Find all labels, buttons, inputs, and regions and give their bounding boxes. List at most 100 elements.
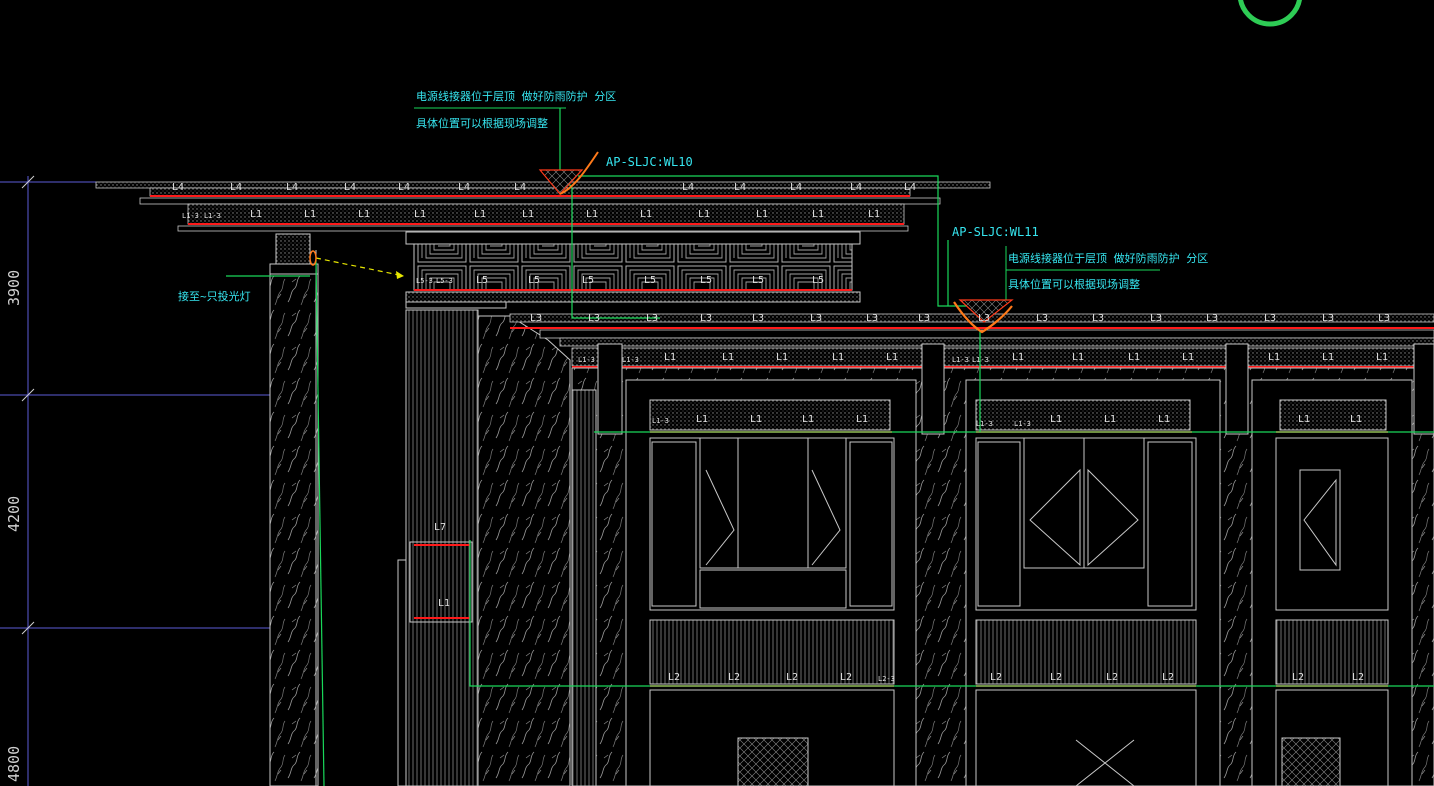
gutter-marker-1-icon: [538, 151, 599, 195]
dimension-chain: [0, 175, 270, 786]
label-l1-3: L1-3: [182, 212, 199, 220]
label-l1: L1: [776, 352, 788, 363]
label-l2: L2: [668, 672, 680, 683]
label-l3: L3: [530, 313, 542, 324]
label-l4: L4: [514, 182, 526, 193]
right-note-line-2: 具体位置可以根据现场调整: [1008, 277, 1140, 291]
left-pillar: [269, 233, 319, 786]
label-l1: L1: [1050, 414, 1062, 425]
label-l3: L3: [978, 313, 990, 324]
label-l1: L1: [1322, 352, 1334, 363]
label-l1: L1: [1104, 414, 1116, 425]
label-l3: L3: [700, 313, 712, 324]
label-l1: L1: [1268, 352, 1280, 363]
label-l5: L5: [528, 275, 540, 286]
label-l4: L4: [286, 182, 298, 193]
label-l5-3: L5-3: [436, 277, 453, 285]
label-l1: L1: [1376, 352, 1388, 363]
label-l1: L1: [856, 414, 868, 425]
label-l5-3: L5-3: [416, 277, 433, 285]
label-l3: L3: [646, 313, 658, 324]
facade-bays: [571, 343, 1434, 786]
label-l2: L2: [1106, 672, 1118, 683]
label-l3: L3: [1206, 313, 1218, 324]
label-l3: L3: [866, 313, 878, 324]
label-l3: L3: [1092, 313, 1104, 324]
label-l1-3: L1-3: [976, 420, 993, 428]
label-l1: L1: [438, 598, 450, 609]
left-note-line-1: 电源线接器位于层顶 做好防雨防护 分区: [416, 89, 616, 103]
label-l1: L1: [1158, 414, 1170, 425]
wire-tag-wl10: AP-SLJC:WL10: [606, 155, 693, 169]
label-l3: L3: [1264, 313, 1276, 324]
dimension-4800: 4800: [5, 746, 23, 782]
label-l5: L5: [812, 275, 824, 286]
label-l1: L1: [812, 209, 824, 220]
label-l2: L2: [786, 672, 798, 683]
label-l1-3: L1-3: [952, 356, 969, 364]
label-l4: L4: [172, 182, 184, 193]
circle-badge-icon: [1238, 0, 1302, 27]
label-l1: L1: [664, 352, 676, 363]
cable-routes: [226, 108, 1434, 786]
label-l1: L1: [414, 209, 426, 220]
label-l2: L2: [728, 672, 740, 683]
fluted-column: [397, 309, 479, 786]
label-l1: L1: [250, 209, 262, 220]
stone-wall: [477, 315, 571, 786]
label-l3: L3: [1150, 313, 1162, 324]
label-l1: L1: [1072, 352, 1084, 363]
label-l1: L1: [1182, 352, 1194, 363]
label-l1-3: L1-3: [204, 212, 221, 220]
label-l3: L3: [918, 313, 930, 324]
label-l1: L1: [1128, 352, 1140, 363]
annotation-leaders: [414, 107, 1160, 300]
label-l3: L3: [1322, 313, 1334, 324]
label-l4: L4: [734, 182, 746, 193]
label-l3: L3: [1378, 313, 1390, 324]
fret-frieze: [405, 231, 861, 309]
label-l5: L5: [644, 275, 656, 286]
right-note-line-1: 电源线接器位于层顶 做好防雨防护 分区: [1008, 251, 1208, 265]
label-l1: L1: [358, 209, 370, 220]
upper-roof: [95, 181, 991, 232]
label-l2: L2: [990, 672, 1002, 683]
left-note-line-2: 具体位置可以根据现场调整: [416, 116, 548, 130]
label-l4: L4: [682, 182, 694, 193]
label-l1: L1: [698, 209, 710, 220]
label-l3: L3: [752, 313, 764, 324]
label-l2: L2: [840, 672, 852, 683]
label-l1-3: L1-3: [622, 356, 639, 364]
label-l1: L1: [886, 352, 898, 363]
dimension-3900: 3900: [5, 270, 23, 306]
label-l1: L1: [522, 209, 534, 220]
label-l1: L1: [756, 209, 768, 220]
yellow-leader-arrow: [309, 250, 405, 279]
label-l1: L1: [1298, 414, 1310, 425]
label-l2: L2: [1050, 672, 1062, 683]
label-l1-3: L1-3: [1014, 420, 1031, 428]
label-l4: L4: [790, 182, 802, 193]
label-l1: L1: [868, 209, 880, 220]
label-l2-3: L2-3: [878, 675, 895, 683]
label-l4: L4: [230, 182, 242, 193]
label-l2: L2: [1162, 672, 1174, 683]
label-l1: L1: [802, 414, 814, 425]
label-l1: L1: [474, 209, 486, 220]
label-l1-3: L1-3: [972, 356, 989, 364]
label-l1-3: L1-3: [652, 417, 669, 425]
label-l5: L5: [700, 275, 712, 286]
label-l2: L2: [1292, 672, 1304, 683]
label-l5: L5: [582, 275, 594, 286]
label-l1: L1: [750, 414, 762, 425]
label-l5: L5: [476, 275, 488, 286]
wire-tag-wl11: AP-SLJC:WL11: [952, 225, 1039, 239]
label-l4: L4: [904, 182, 916, 193]
label-l1-3: L1-3: [578, 356, 595, 364]
label-l1: L1: [304, 209, 316, 220]
label-l3: L3: [1036, 313, 1048, 324]
label-l1: L1: [1012, 352, 1024, 363]
lower-roof: [509, 313, 1434, 368]
label-l4: L4: [458, 182, 470, 193]
